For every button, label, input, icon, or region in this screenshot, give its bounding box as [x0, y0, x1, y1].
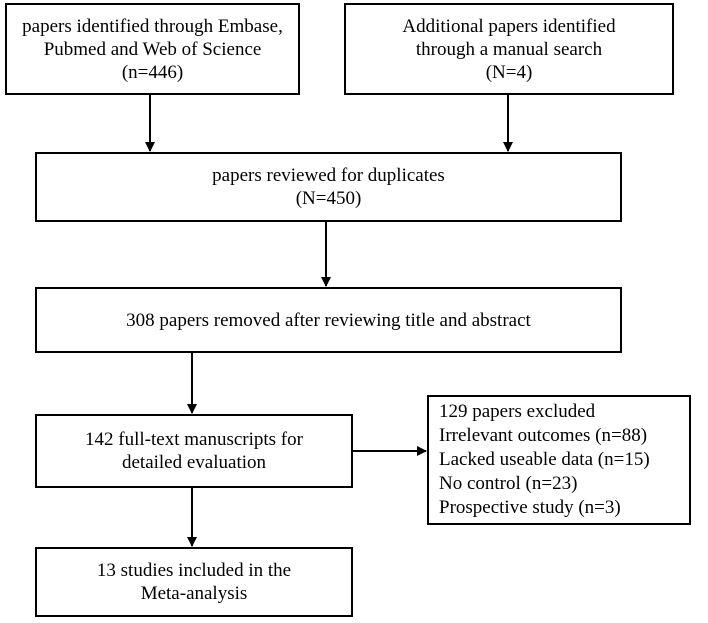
duplicates-line-1: papers reviewed for duplicates	[212, 165, 445, 186]
identified-line-1: papers identified through Embase,	[22, 15, 283, 37]
identified-line-3: (n=446)	[121, 61, 184, 83]
duplicates-line-2: (N=450)	[295, 188, 362, 209]
manual-line-2: through a manual search	[415, 38, 603, 60]
removed-line-1: 308 papers removed after reviewing title…	[126, 309, 531, 331]
removed-box: 308 papers removed after reviewing title…	[35, 287, 622, 353]
included-line-2: Meta-analysis	[140, 583, 248, 604]
excluded-line-3: Lacked useable data (n=15)	[439, 449, 650, 470]
excluded-box: 129 papers excluded Irrelevant outcomes …	[427, 395, 691, 525]
fulltext-line-2: detailed evaluation	[121, 452, 267, 473]
identified-box: papers identified through Embase, Pubmed…	[5, 3, 300, 95]
identified-line-2: Pubmed and Web of Science	[43, 38, 262, 60]
manual-line-3: (N=4)	[485, 61, 533, 83]
included-line-1: 13 studies included in the	[96, 560, 292, 581]
fulltext-line-1: 142 full-text manuscripts for	[85, 429, 303, 450]
manual-search-box: Additional papers identified through a m…	[344, 3, 674, 95]
excluded-line-1: 129 papers excluded	[439, 401, 596, 422]
excluded-line-5: Prospective study (n=3)	[439, 497, 621, 518]
excluded-line-4: No control (n=23)	[439, 473, 578, 494]
excluded-line-2: Irrelevant outcomes (n=88)	[439, 425, 648, 446]
manual-line-1: Additional papers identified	[402, 15, 616, 37]
included-box: 13 studies included in the Meta-analysis	[35, 547, 353, 617]
duplicates-box: papers reviewed for duplicates (N=450)	[35, 152, 622, 222]
fulltext-box: 142 full-text manuscripts for detailed e…	[35, 414, 353, 488]
